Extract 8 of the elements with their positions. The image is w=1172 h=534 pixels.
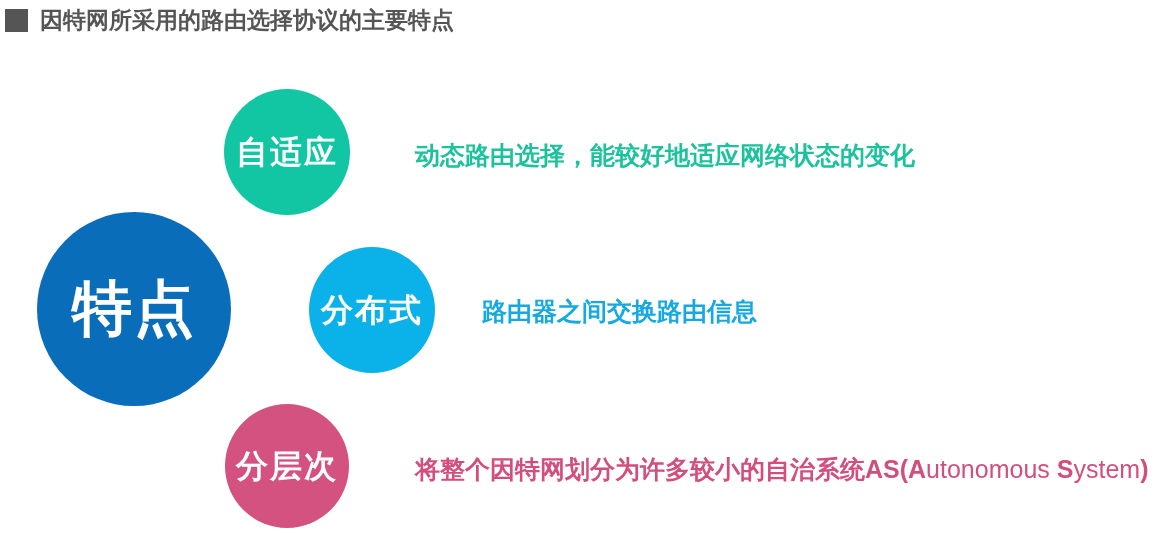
description-text: 路由器之间交换路由信息 <box>482 296 757 327</box>
description-text: 将整个因特网划分为许多较小的自治系统AS(Autonomous System) <box>415 454 1149 485</box>
circle-label: 自适应 <box>236 132 338 172</box>
circle-label: 分布式 <box>321 290 423 330</box>
circle-label: 分层次 <box>236 446 338 486</box>
circle-label: 特点 <box>72 274 196 344</box>
description-text: 动态路由选择，能较好地适应网络状态的变化 <box>415 140 915 171</box>
title: 因特网所采用的路由选择协议的主要特点 <box>40 6 454 34</box>
